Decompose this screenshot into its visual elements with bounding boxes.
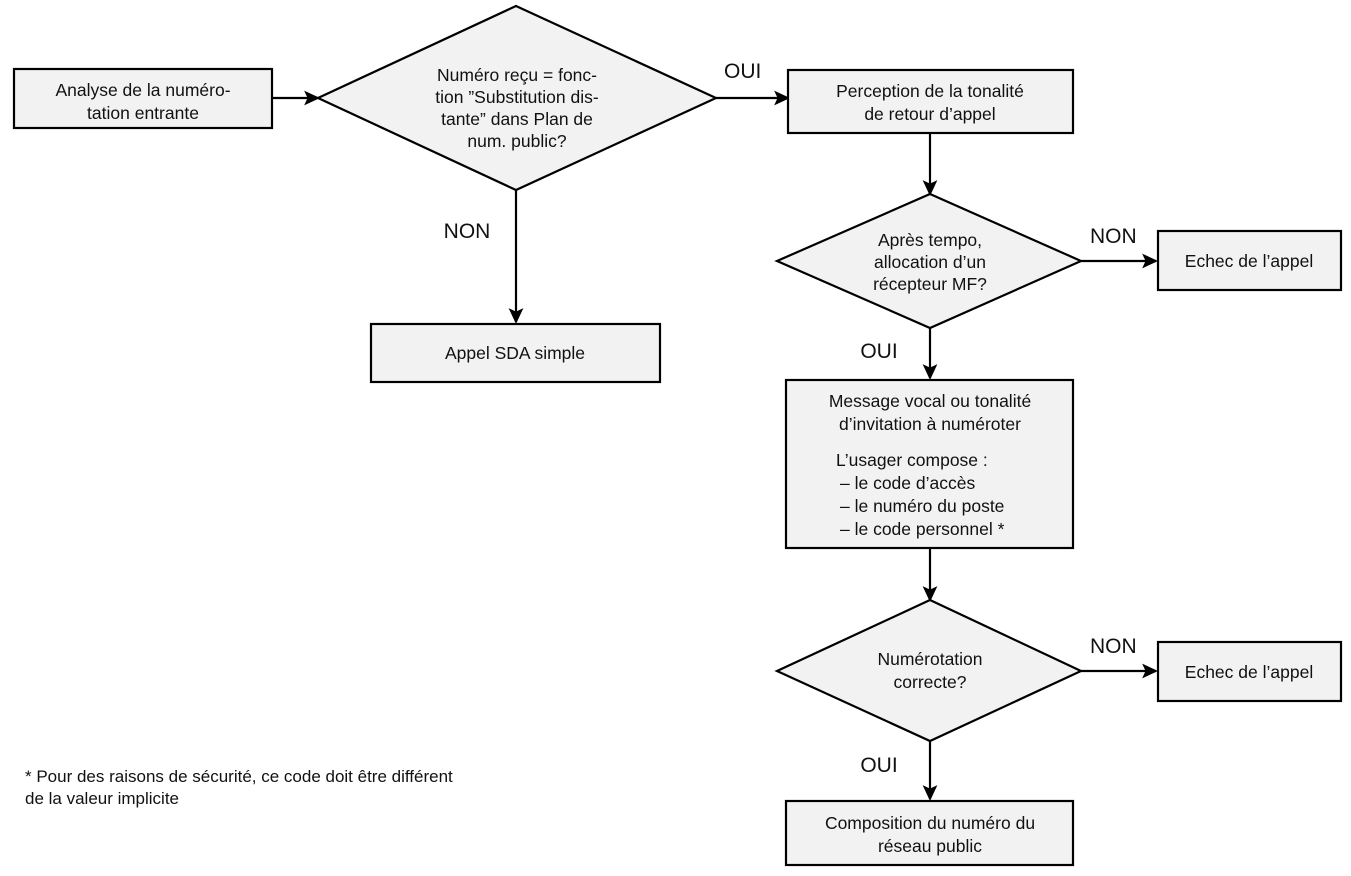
node-substitution-line-2: tion ”Substitution dis- (435, 87, 599, 107)
node-message-bullet-3: – le code personnel * (840, 519, 1005, 539)
node-perception-line-1: Perception de la tonalité (836, 81, 1024, 101)
node-numerotation-line-2: correcte? (894, 672, 967, 692)
node-composition-numero[interactable]: Composition du numéro du réseau public (784, 799, 1075, 867)
edge-label-numerotation-oui: OUI (860, 754, 897, 777)
node-perception-tonalite[interactable]: Perception de la tonalité de retour d’ap… (786, 68, 1075, 135)
node-composition-line-1: Composition du numéro du (825, 813, 1035, 833)
node-substitution-line-3: tante” dans Plan de (441, 109, 593, 129)
node-message-bullet-1: – le code d’accès (840, 473, 975, 493)
node-numerotation-decision[interactable]: Numérotation correcte? (774, 598, 1084, 743)
node-message-line-1: Message vocal ou tonalité (829, 391, 1031, 411)
node-echec-appel-2[interactable]: Echec de l’appel (1156, 640, 1343, 703)
node-tempo-line-1: Après tempo, (878, 230, 982, 250)
node-tempo-line-2: allocation d’un (874, 252, 986, 272)
edge-label-tempo-non: NON (1090, 225, 1137, 248)
node-echec-2-label: Echec de l’appel (1185, 662, 1313, 682)
node-analyse-line-2: tation entrante (87, 103, 199, 123)
edge-label-substitution-non: NON (444, 220, 491, 243)
node-message-sub-heading: L’usager compose : (836, 450, 988, 470)
node-message-bullet-2: – le numéro du poste (840, 496, 1004, 516)
node-appel-sda-label: Appel SDA simple (445, 343, 585, 363)
node-analyse-numerotation[interactable]: Analyse de la numéro- tation entrante (12, 67, 274, 130)
node-message-vocal[interactable]: Message vocal ou tonalité d’invitation à… (784, 378, 1075, 550)
node-substitution-line-4: num. public? (467, 131, 566, 151)
node-appel-sda-simple[interactable]: Appel SDA simple (369, 322, 662, 384)
node-echec-1-label: Echec de l’appel (1185, 251, 1313, 271)
node-substitution-decision[interactable]: Numéro reçu = fonc- tion ”Substitution d… (315, 4, 719, 192)
edge-label-numerotation-non: NON (1090, 635, 1137, 658)
edge-label-tempo-oui: OUI (860, 340, 897, 363)
footnote: * Pour des raisons de sécurité, ce code … (25, 767, 453, 808)
edge-label-substitution-oui: OUI (724, 60, 761, 83)
node-analyse-line-1: Analyse de la numéro- (55, 80, 230, 100)
node-tempo-line-3: récepteur MF? (873, 274, 987, 294)
node-echec-appel-1[interactable]: Echec de l’appel (1156, 229, 1343, 292)
node-message-line-2: d’invitation à numéroter (839, 414, 1021, 434)
footnote-line-1: * Pour des raisons de sécurité, ce code … (25, 767, 453, 786)
node-composition-line-2: réseau public (878, 836, 982, 856)
node-substitution-line-1: Numéro reçu = fonc- (437, 65, 597, 85)
node-numerotation-line-1: Numérotation (877, 649, 982, 669)
node-tempo-decision[interactable]: Après tempo, allocation d’un récepteur M… (774, 192, 1084, 330)
footnote-line-2: de la valeur implicite (25, 789, 179, 808)
node-perception-line-2: de retour d’appel (864, 104, 995, 124)
